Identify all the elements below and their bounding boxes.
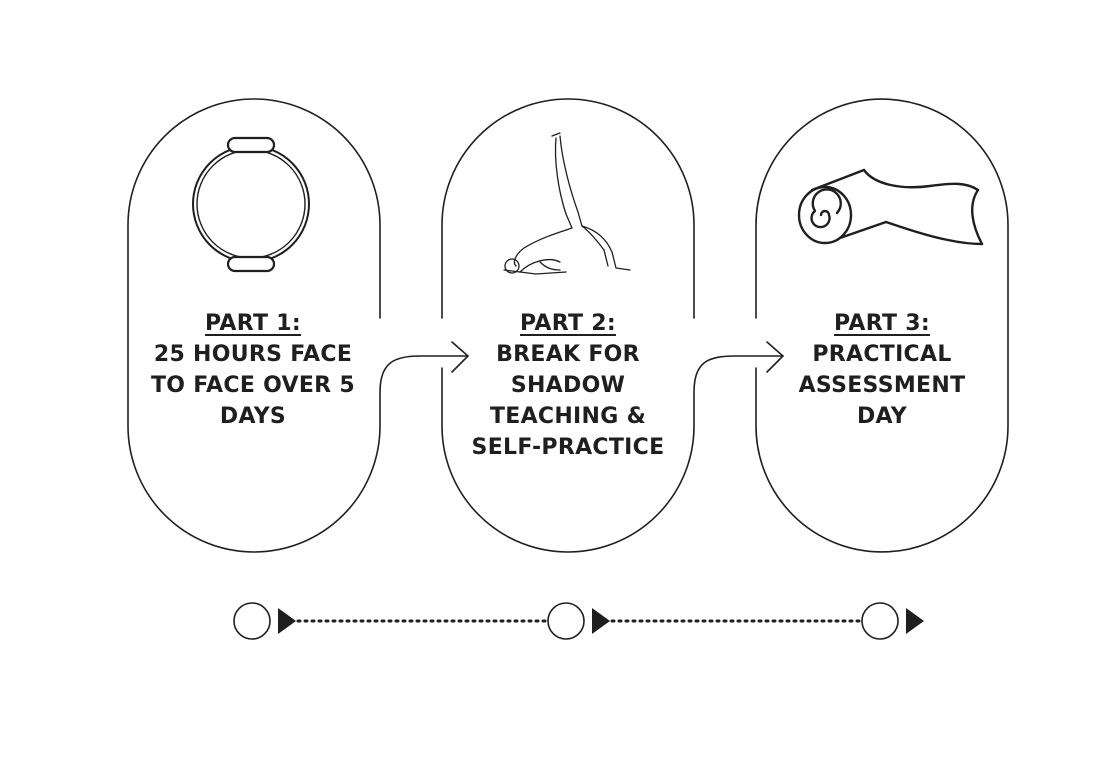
rolled-mat-icon [797,168,984,246]
timeline-arrow-1 [278,608,296,634]
card-2-text: Part 2: Break for Shadow Teaching & Self… [448,308,688,463]
timeline-node-2 [547,602,585,640]
card-3-line-1: Practical [812,342,952,367]
arrow-head-1 [451,341,470,373]
card-2-line-2: Shadow [510,373,626,398]
card-2-outline [441,98,695,319]
card-2-line-3: Teaching & [489,404,647,429]
timeline-arrow-3 [906,608,924,634]
card-3-part-label: Part 3: [834,311,930,336]
card-1-line-3: days [219,404,287,429]
timeline-node-3 [861,602,899,640]
card-3-line-2: Assessment [798,373,966,398]
card-2-part-label: Part 2: [520,311,616,336]
timeline [233,602,924,640]
card-2-line-1: Break for [496,342,640,367]
timeline-arrow-2 [592,608,610,634]
card-1-text: Part 1: 25 hours face to face over 5 day… [133,308,373,432]
pilates-pose-icon [503,132,631,275]
card-1-part-label: Part 1: [205,311,301,336]
arrow-head-2 [766,341,785,373]
card-1-line-2: to face over 5 [150,373,355,398]
card-3-line-3: Day [856,404,907,429]
card-1-line-1: 25 hours face [153,342,353,367]
card-2-line-4: Self-Practice [471,435,665,460]
card-1-outline [127,98,467,553]
card-3-text: Part 3: Practical Assessment Day [762,308,1002,432]
pilates-ring-icon [192,136,310,273]
timeline-node-1 [233,602,271,640]
card-2-outline-lower [441,355,782,553]
card-3-outline [755,98,1009,553]
